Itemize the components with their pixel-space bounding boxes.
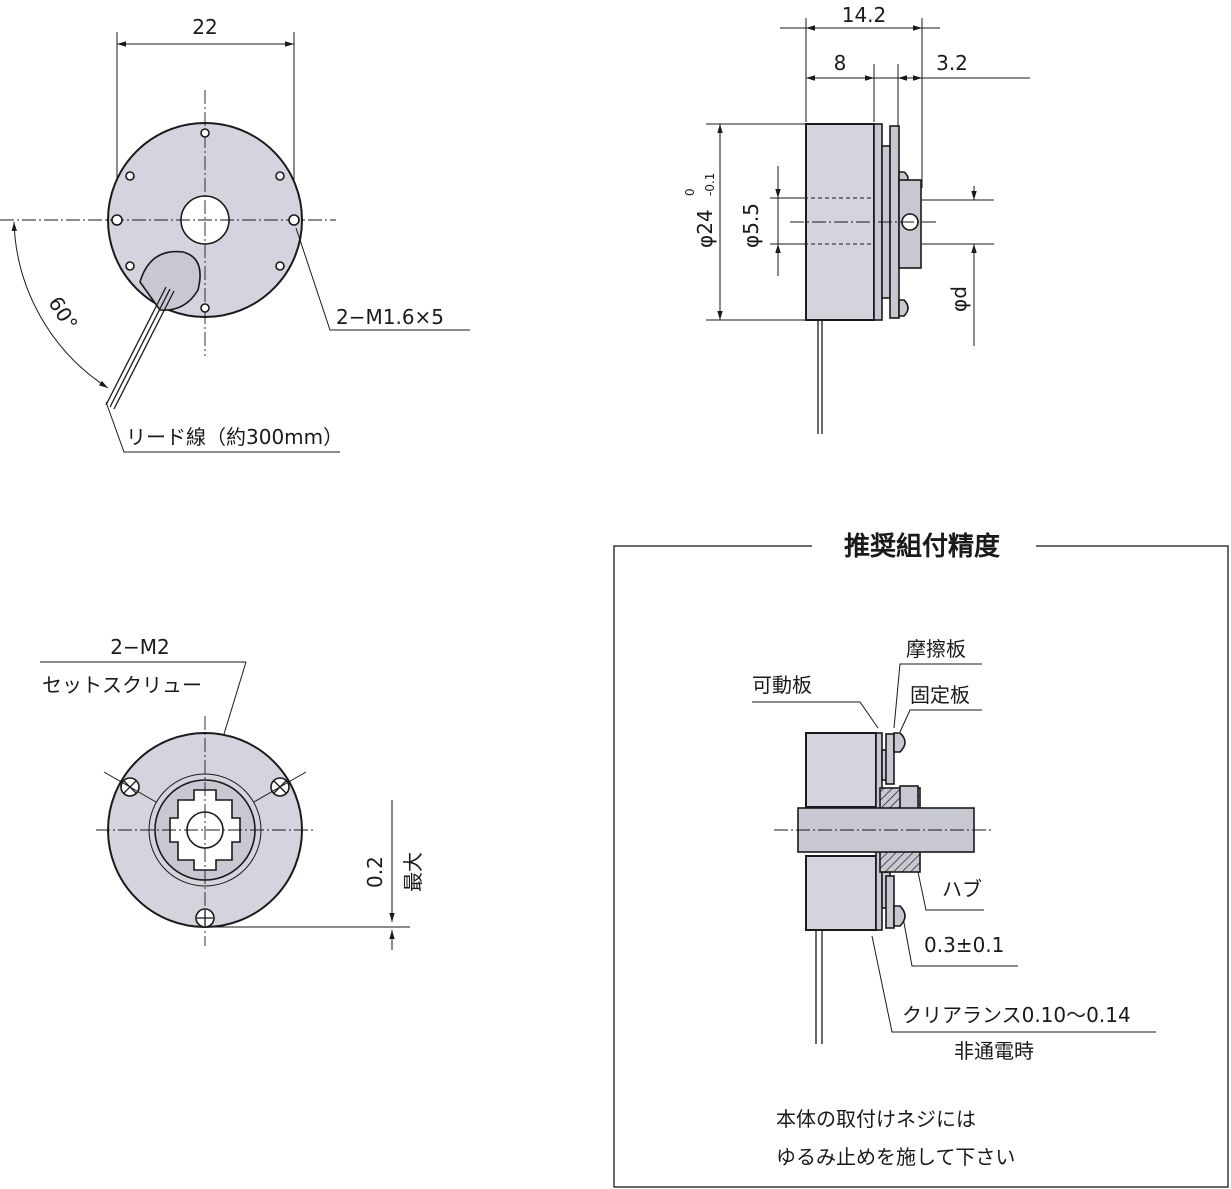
angle-label: 60° [43,292,82,335]
clearance-note: 非通電時 [954,1039,1034,1063]
moving-plate-label: 可動板 [752,673,812,697]
tolerance-upper: 0 [683,188,697,196]
lead-wire-label: リード線（約300mm） [126,425,343,449]
shaft-diameter-dim: φd [947,286,971,312]
accuracy-panel: 推奨組付精度 摩擦板 可動板 固定板 ハブ 0.3±0.1 クリアランス0.10… [613,528,1229,1188]
gap-label: 0.3±0.1 [924,933,1004,957]
friction-plate-label: 摩擦板 [906,637,966,661]
lead-exit-boss [139,250,201,311]
side-view: 14.2 8 3.2 φ24 0 -0.1 [683,3,1030,434]
runout-value: 0.2 [363,856,387,888]
panel-title: 推奨組付精度 [844,531,1000,562]
body-length-dim: 8 [834,51,847,75]
fixed-plate-label: 固定板 [910,683,970,707]
bore-diameter-dim: φ5.5 [739,203,763,248]
set-screw-size: 2−M2 [110,635,169,659]
note-line-1: 本体の取付けネジには [776,1107,976,1131]
rear-screws [103,771,307,928]
lead-wire [105,286,175,410]
front-view: 22 60° 2−M1.6×5 リード線（約300mm） [0,15,470,453]
hub-section-lower [879,849,921,873]
set-screw-type: セットスクリュー [42,673,202,697]
hub-length-dim: 3.2 [936,51,968,75]
runout-max: 最大 [401,852,425,892]
hub-label: ハブ [942,877,982,901]
body-diameter-dim: φ24 [693,209,717,248]
total-length-dim: 14.2 [842,3,887,27]
width-dim-label: 22 [192,15,217,39]
mounting-holes [111,128,300,313]
screw-hole-label: 2−M1.6×5 [336,305,444,329]
rear-view: 2−M2 セットスクリュー 0.2 最大 [40,635,425,950]
clearance-label: クリアランス0.10〜0.14 [902,1003,1131,1027]
tolerance-lower: -0.1 [703,173,717,196]
note-line-2: ゆるみ止めを施して下さい [776,1145,1015,1169]
